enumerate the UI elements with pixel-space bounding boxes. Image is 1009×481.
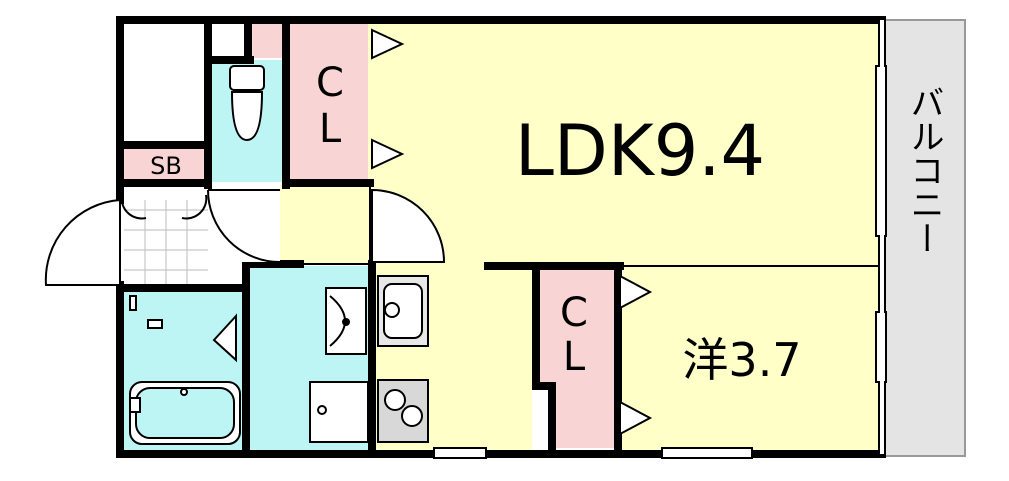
windows	[433, 20, 887, 459]
sb-closet	[124, 145, 208, 181]
sb-label: SB	[150, 152, 182, 180]
shower-faucet	[129, 295, 163, 413]
kitchen-stove	[377, 379, 429, 443]
western-room	[618, 266, 880, 452]
bathtub	[129, 381, 241, 445]
washing-machine-pan	[309, 381, 369, 443]
thin-lines	[300, 185, 880, 267]
closet-door-marks	[371, 28, 653, 436]
closet-2-notch	[536, 268, 554, 388]
small-closet	[248, 22, 284, 58]
entrance-tile-grid	[124, 200, 208, 285]
closet-2	[552, 268, 618, 448]
closet-2-label-l: L	[563, 334, 586, 380]
closet-2-label-c: C	[560, 290, 588, 336]
washbasin	[325, 287, 367, 355]
toilet-fixture	[229, 65, 265, 142]
doors	[44, 188, 446, 363]
balcony-label: バルコニー	[904, 85, 944, 255]
closet-1	[288, 22, 368, 182]
ldk-room-lower	[280, 185, 372, 265]
ldk-room	[368, 20, 880, 266]
ldk-label: LDK9.4	[515, 110, 765, 192]
balcony-area	[882, 19, 966, 457]
closet-1-label-l: L	[319, 106, 342, 152]
kitchen-sink	[377, 275, 429, 347]
western-room-label: 洋3.7	[682, 333, 801, 387]
closet-1-label-c: C	[316, 60, 344, 106]
